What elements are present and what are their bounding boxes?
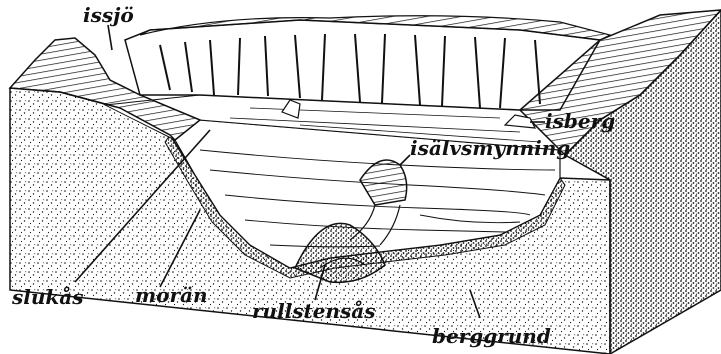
label-moran: morän bbox=[135, 283, 208, 307]
label-slukas: slukås bbox=[11, 285, 83, 309]
label-berggrund: berggrund bbox=[432, 324, 551, 348]
label-rullstensas: rullstensås bbox=[252, 299, 376, 323]
leader-issjo bbox=[108, 25, 112, 50]
label-issjo: issjö bbox=[83, 3, 134, 27]
label-isalvsmynning: isälvsmynning bbox=[410, 136, 570, 160]
label-isberg: isberg bbox=[545, 109, 615, 133]
